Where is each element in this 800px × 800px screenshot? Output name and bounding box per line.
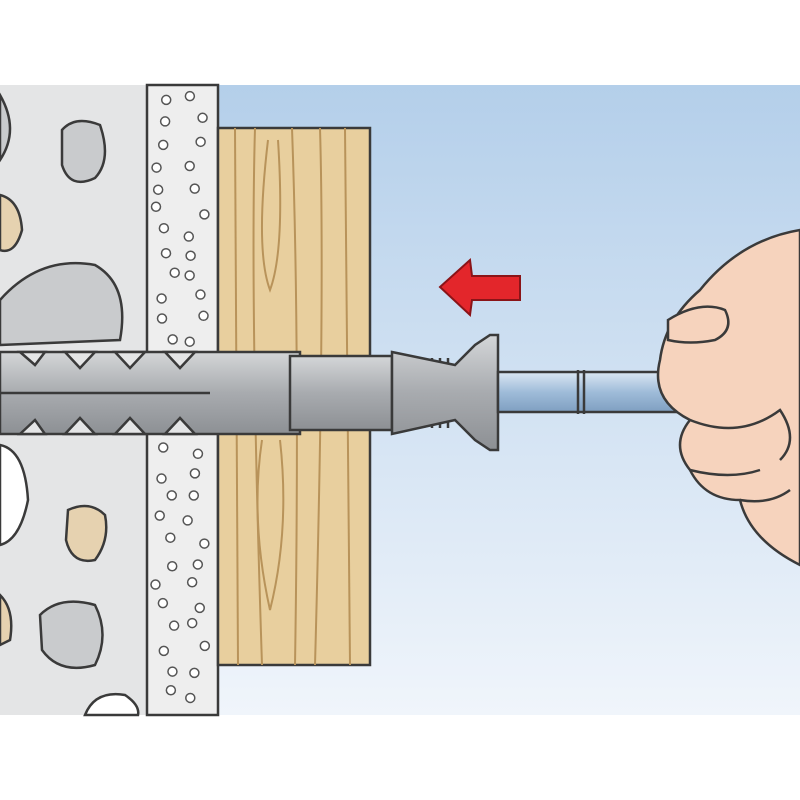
plaster-pore <box>184 336 195 347</box>
plaster-pore <box>157 597 169 609</box>
plaster-pore <box>156 473 167 484</box>
plaster-pore <box>185 692 196 704</box>
plaster-pore <box>166 561 178 572</box>
plaster-pore <box>188 490 200 501</box>
plaster-pore <box>151 162 162 173</box>
stones <box>0 92 140 717</box>
plaster-pore <box>194 602 205 614</box>
plaster-pore <box>157 442 169 453</box>
plaster-pore <box>156 293 167 304</box>
plaster-pore <box>199 538 210 549</box>
plaster-pore <box>192 559 204 570</box>
plaster-pore <box>158 222 170 234</box>
plaster-pore <box>152 184 164 195</box>
plaster-pore <box>184 160 195 172</box>
hand-icon <box>656 228 800 567</box>
plaster-pore <box>168 620 180 631</box>
red-arrow-left-icon <box>438 257 521 318</box>
plaster-pore <box>160 247 172 259</box>
plaster-pore <box>165 532 176 543</box>
plaster-pore <box>199 209 210 220</box>
plaster-pore <box>189 183 200 194</box>
plaster-pore <box>195 136 206 148</box>
plaster-pore <box>195 289 206 300</box>
plaster-pore <box>169 267 180 278</box>
plaster-pore <box>150 201 162 213</box>
plaster-pore <box>165 685 177 696</box>
plaster-pore <box>158 645 170 657</box>
plaster-pore <box>182 515 193 526</box>
plaster-pore <box>154 510 165 521</box>
plaster-pore <box>166 490 178 501</box>
plaster-pore <box>167 334 178 345</box>
plaster-pore <box>199 640 211 652</box>
plaster-pore <box>197 112 208 124</box>
plaster-pore <box>183 231 195 242</box>
plaster-pore <box>189 667 200 679</box>
plaster-pore <box>198 310 209 322</box>
plaster-pore <box>156 313 168 324</box>
plaster-pore <box>184 90 196 102</box>
plaster-pore <box>160 94 172 106</box>
scene <box>0 83 800 717</box>
plaster-pore <box>186 576 198 588</box>
plaster-pore <box>184 270 195 281</box>
plaster-pore <box>159 116 171 127</box>
plaster-pore <box>185 250 196 261</box>
plaster-pore <box>186 617 198 629</box>
plaster-pore <box>150 579 161 590</box>
plaster-pore <box>157 139 169 151</box>
plaster-pores <box>150 90 211 704</box>
plaster-pore <box>167 666 178 677</box>
plaster-pore <box>192 448 204 460</box>
plaster-pore <box>189 468 201 479</box>
anchor-sleeve <box>0 333 500 452</box>
